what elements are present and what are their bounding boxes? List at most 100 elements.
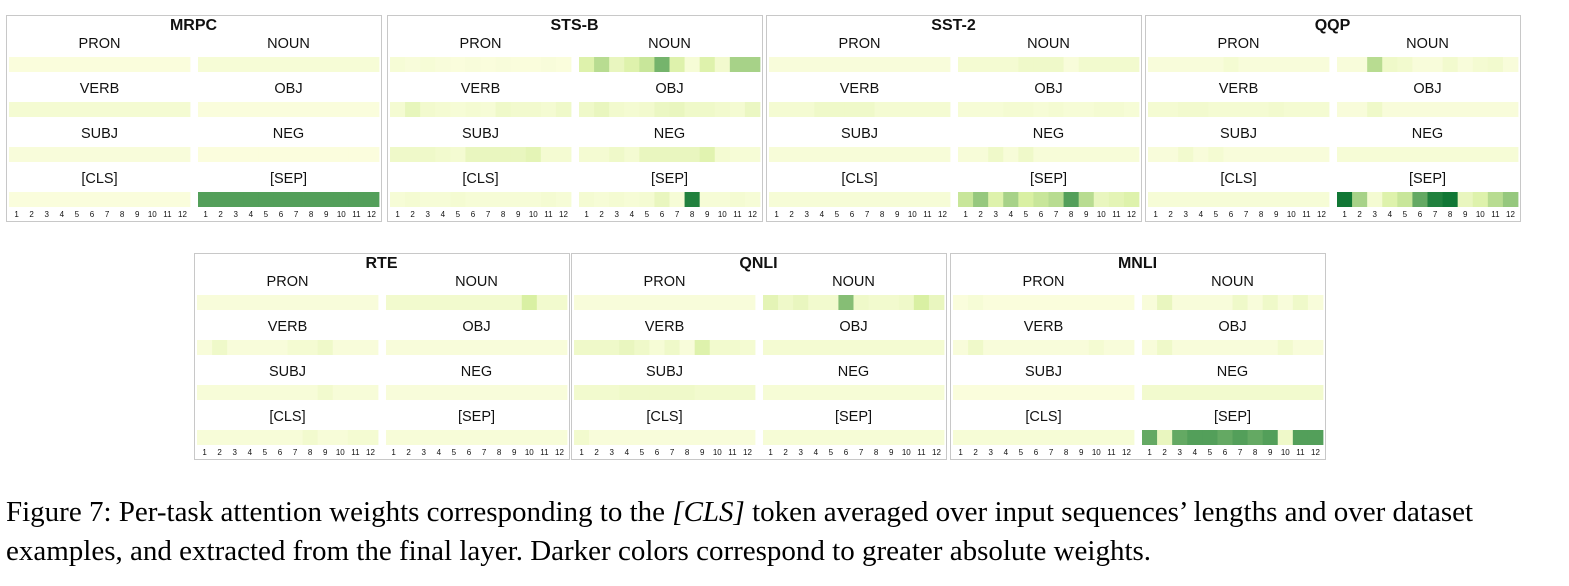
heat-cell [510, 102, 527, 117]
heat-cell [1172, 430, 1188, 445]
heat-cell [649, 340, 665, 355]
heat-cell [793, 340, 809, 355]
row-label-pron: PRON [644, 274, 686, 290]
heat-cell [1223, 57, 1239, 72]
heat-cell [1202, 385, 1218, 400]
heat-cell [883, 385, 900, 400]
heat-cell [540, 57, 557, 72]
heat-cell [506, 295, 523, 310]
heat-cell [1367, 192, 1383, 207]
heat-cell [1352, 102, 1368, 117]
heat-cell [934, 192, 951, 207]
heat-cell [808, 385, 824, 400]
heat-cell [649, 430, 665, 445]
heat-cell [1093, 57, 1110, 72]
heat-cell [114, 102, 131, 117]
heat-cell [679, 340, 696, 355]
heat-cell [420, 147, 436, 162]
tick-label: 2 [218, 210, 223, 219]
heat-cell [709, 430, 726, 445]
heat-cell [953, 430, 969, 445]
heat-cell [363, 192, 380, 207]
heat-cell [1123, 102, 1140, 117]
heat-cell [99, 102, 115, 117]
heat-cell [998, 430, 1014, 445]
heat-cell [1013, 430, 1029, 445]
heat-cell [84, 192, 100, 207]
heat-cell [1157, 340, 1173, 355]
heat-cell [159, 192, 176, 207]
heat-cell [1367, 147, 1383, 162]
tick-label: 5 [640, 448, 645, 457]
heat-cell [242, 385, 258, 400]
heat-cell [694, 430, 711, 445]
heat-cell [619, 385, 635, 400]
heat-cell [243, 192, 259, 207]
heat-cell [510, 147, 527, 162]
heat-cell [480, 192, 496, 207]
tick-label: 7 [1238, 448, 1243, 457]
heat-cell [859, 147, 875, 162]
heat-cell [823, 385, 839, 400]
heat-cell [953, 385, 969, 400]
row-label-verb: VERB [1024, 319, 1064, 335]
heat-cell [480, 57, 496, 72]
heat-cell [1148, 57, 1164, 72]
heat-cell [664, 430, 680, 445]
heat-cell [1397, 57, 1413, 72]
heat-cell [303, 57, 320, 72]
heat-cell [838, 295, 854, 310]
panel-border [571, 253, 947, 460]
heat-cell [405, 147, 421, 162]
heat-cell [54, 192, 70, 207]
heat-cell [988, 147, 1004, 162]
heat-cell [1033, 102, 1049, 117]
heat-cell [1048, 102, 1064, 117]
heat-cell [84, 102, 100, 117]
heat-cell [84, 147, 100, 162]
heat-cell [318, 147, 335, 162]
tick-label: 9 [324, 210, 329, 219]
heat-cell [1397, 102, 1413, 117]
heat-cell [1063, 102, 1080, 117]
tick-label: 5 [829, 448, 834, 457]
heat-cell [1253, 102, 1270, 117]
heat-cell [317, 295, 334, 310]
heat-cell [347, 340, 364, 355]
heat-cell [769, 102, 785, 117]
heat-cell [1337, 147, 1353, 162]
panel-title: STS-B [551, 17, 599, 34]
heat-cell [634, 340, 650, 355]
heat-cell [435, 57, 451, 72]
heat-cell [654, 57, 670, 72]
tick-label: 6 [1418, 210, 1423, 219]
heat-cell [1208, 192, 1224, 207]
heat-cell [1502, 192, 1519, 207]
heat-cell [853, 340, 869, 355]
heat-cell [431, 385, 447, 400]
heat-cell [212, 385, 228, 400]
heat-cell [347, 385, 364, 400]
heat-cell [844, 147, 860, 162]
heat-cell [1232, 295, 1248, 310]
tick-label: 7 [486, 210, 491, 219]
heat-cell [883, 340, 900, 355]
tick-label: 9 [512, 448, 517, 457]
tick-label: 12 [1317, 210, 1326, 219]
heat-cell [729, 57, 746, 72]
tick-label: 5 [456, 210, 461, 219]
tick-label: 9 [895, 210, 900, 219]
heat-cell [1003, 192, 1019, 207]
tick-label: 1 [14, 210, 19, 219]
heat-cell [9, 57, 25, 72]
heat-cell [913, 340, 930, 355]
tick-label: 2 [406, 448, 411, 457]
heat-cell [129, 57, 146, 72]
row-label-neg: NEG [1033, 126, 1064, 142]
heat-cell [1277, 385, 1294, 400]
heat-cell [332, 430, 349, 445]
panel-title: QQP [1315, 17, 1351, 34]
heat-cell [778, 430, 794, 445]
